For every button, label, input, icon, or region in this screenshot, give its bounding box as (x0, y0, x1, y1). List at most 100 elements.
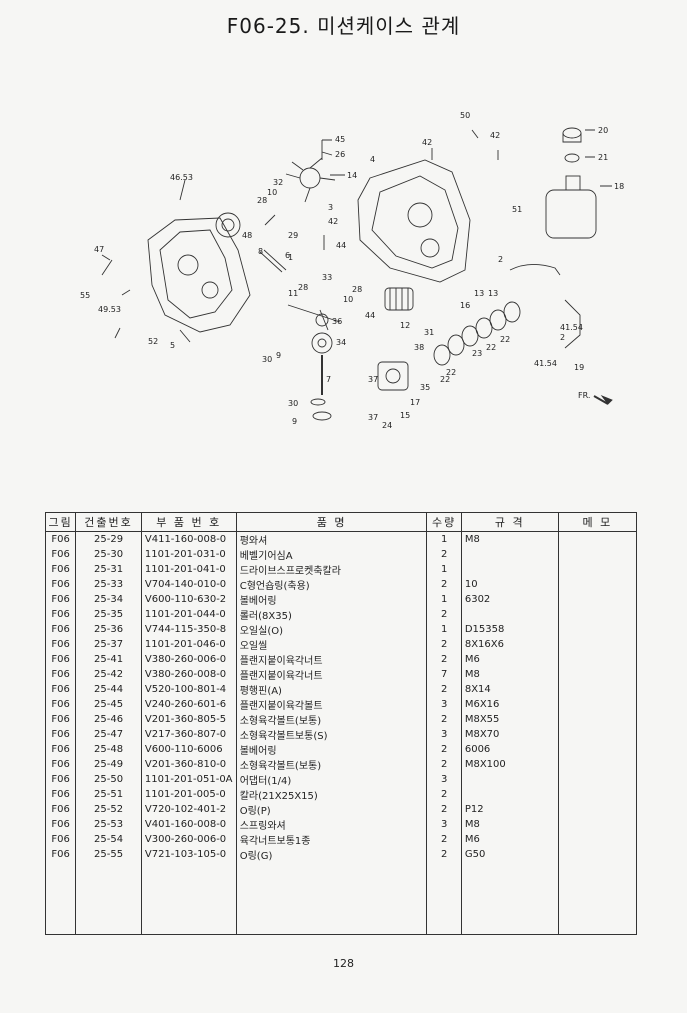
cell-memo (557, 592, 638, 607)
cell-part-name: 플랜지붙이육각볼트 (235, 697, 428, 712)
empty-cell (235, 905, 428, 920)
cell-number: 25-37 (75, 637, 142, 652)
callout-label: 6 (285, 251, 290, 260)
cell-spec: M6 (460, 832, 559, 847)
callout-label: 10 (343, 295, 353, 304)
callout-label: 24 (382, 421, 392, 430)
empty-cell (75, 905, 142, 920)
cell-spec (460, 547, 559, 562)
callout-label: 30 (288, 399, 298, 408)
cell-part-number: V300-260-006-0 (140, 832, 237, 847)
cell-memo (557, 742, 638, 757)
cell-memo (557, 667, 638, 682)
cell-part-number: V411-160-008-0 (140, 531, 237, 547)
empty-cell (140, 890, 237, 906)
cell-number: 25-54 (75, 832, 142, 847)
cell-memo (557, 787, 638, 802)
cell-memo (557, 712, 638, 727)
cell-part-name: 평와셔 (235, 531, 428, 547)
cell-quantity: 2 (426, 802, 462, 817)
empty-cell (460, 890, 559, 906)
callout-label: 4 (370, 155, 375, 164)
cell-quantity: 2 (426, 607, 462, 622)
callout-label: 10 (267, 188, 277, 197)
callout-label: 16 (460, 301, 470, 310)
cell-number: 25-31 (75, 562, 142, 577)
cell-part-number: V744-115-350-8 (140, 622, 237, 637)
cell-part-number: V520-100-801-4 (140, 682, 237, 697)
sprocket-block (377, 361, 409, 391)
cell-part-name: 오일실(O) (235, 622, 428, 637)
cell-part-name: O링(G) (235, 847, 428, 862)
empty-cell (557, 862, 638, 877)
cell-part-name: 베벨기어심A (235, 547, 428, 562)
cell-number: 25-50 (75, 772, 142, 787)
empty-cell (140, 876, 237, 891)
callout-label: 42 (490, 131, 500, 140)
cell-number: 25-49 (75, 757, 142, 772)
empty-cell (557, 890, 638, 906)
cell-number: 25-47 (75, 727, 142, 742)
callout-label: 19 (574, 363, 584, 372)
cell-quantity: 2 (426, 757, 462, 772)
empty-cell (44, 905, 77, 920)
callout-label: 28 (352, 285, 362, 294)
empty-cell (426, 890, 462, 906)
cell-quantity: 2 (426, 847, 462, 862)
callout-label: 28 (257, 196, 267, 205)
callout-label: 35 (420, 383, 430, 392)
cell-part-number: 1101-201-051-0A (140, 772, 237, 787)
cell-spec: M8X70 (460, 727, 559, 742)
callout-label: 15 (400, 411, 410, 420)
empty-cell (75, 890, 142, 906)
cell-spec: D15358 (460, 622, 559, 637)
cell-part-name: C형언숍링(축용) (235, 577, 428, 592)
cell-spec: M6X16 (460, 697, 559, 712)
cell-number: 25-36 (75, 622, 142, 637)
empty-cell (44, 919, 77, 935)
cell-number: 25-34 (75, 592, 142, 607)
cell-memo (557, 832, 638, 847)
cell-part-name: 평행핀(A) (235, 682, 428, 697)
bearing-48 (215, 212, 241, 238)
cell-spec: M8X100 (460, 757, 559, 772)
cell-figure: F06 (44, 727, 77, 742)
callout-label: 44 (365, 311, 375, 320)
callout-label: 46.53 (170, 173, 193, 182)
cell-part-name: 플랜지붙이육각너트 (235, 667, 428, 682)
cell-quantity: 2 (426, 577, 462, 592)
callout-label: 11 (288, 289, 298, 298)
cell-part-number: V240-260-601-6 (140, 697, 237, 712)
callout-label: 22 (500, 335, 510, 344)
cell-part-name: 드라이브스프로켓축칼라 (235, 562, 428, 577)
empty-cell (460, 876, 559, 891)
cell-spec: G50 (460, 847, 559, 862)
callout-label: 34 (336, 338, 346, 347)
empty-cell (75, 919, 142, 935)
empty-table-row (44, 890, 638, 906)
callout-label: 38 (414, 343, 424, 352)
callout-label: 18 (614, 182, 624, 191)
empty-cell (44, 890, 77, 906)
callout-label: 2 (560, 333, 565, 342)
cell-spec: 6302 (460, 592, 559, 607)
cell-memo (557, 531, 638, 547)
callout-label: 13 (474, 289, 484, 298)
callout-label: 30 (262, 355, 272, 364)
cell-number: 25-30 (75, 547, 142, 562)
cell-number: 25-48 (75, 742, 142, 757)
callout-label: 14 (347, 171, 357, 180)
callout-label: 31 (424, 328, 434, 337)
callout-label: 17 (410, 398, 420, 407)
